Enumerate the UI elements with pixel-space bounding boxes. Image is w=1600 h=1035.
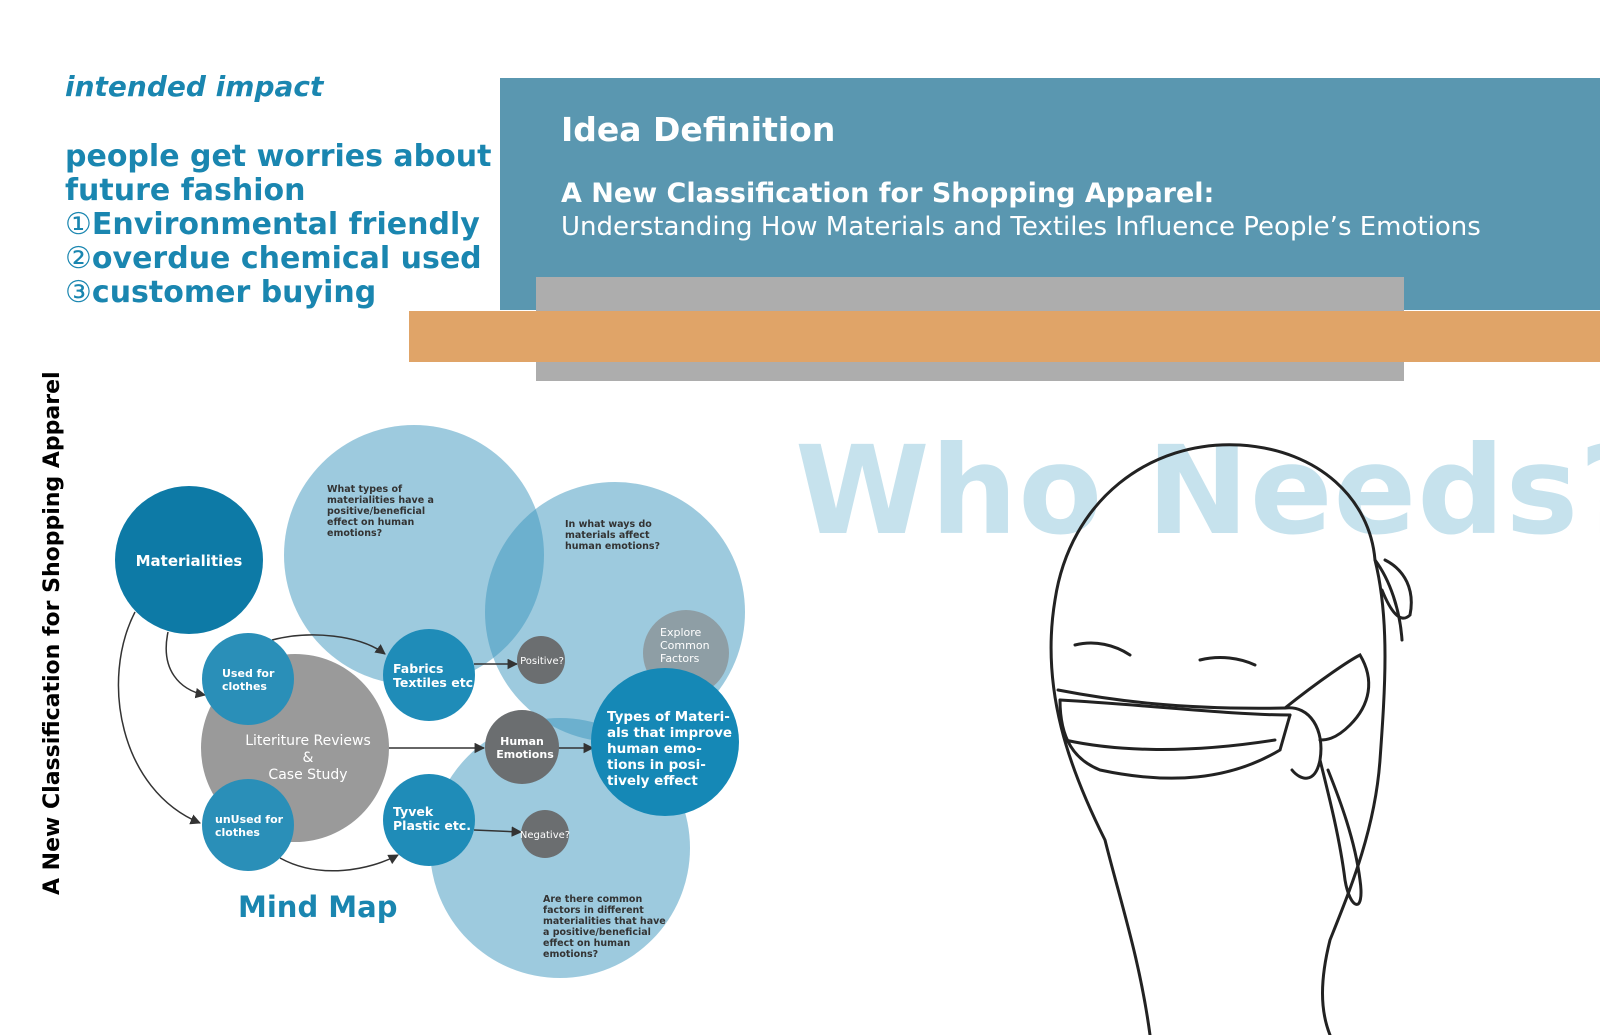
- node-used-for-clothes: [202, 633, 294, 725]
- impact-item: ①Environmental friendly: [65, 208, 491, 242]
- node-literature-label: Literiture Reviews&Case Study: [245, 733, 371, 783]
- node-tyvek: [383, 774, 475, 866]
- node-fabrics: [383, 629, 475, 721]
- node-negative: [521, 810, 569, 858]
- idea-panel: [500, 78, 1600, 310]
- mind-map-label: Mind Map: [238, 890, 398, 924]
- impact-line: future fashion: [65, 173, 306, 208]
- node-unused-for-clothes: [202, 779, 294, 871]
- item-number: ①: [65, 207, 92, 242]
- node-materialities: [115, 486, 263, 634]
- question-circle-1: [284, 425, 544, 685]
- idea-subtitle-bold: A New Classification for Shopping Appare…: [561, 178, 1215, 209]
- item-text: overdue chemical used: [91, 241, 482, 276]
- orange-bar: [409, 311, 1600, 362]
- node-positive: [517, 636, 565, 684]
- node-types-of-materials: [591, 668, 739, 816]
- who-needs-heading: Who Needs?: [795, 420, 1600, 562]
- node-materialities-label: Materialities: [136, 552, 243, 570]
- intended-impact-heading: intended impact: [65, 70, 324, 103]
- item-number: ②: [65, 241, 92, 276]
- node-negative-label: Negative?: [520, 830, 570, 841]
- connector-arrows: [117, 611, 595, 872]
- item-text: Environmental friendly: [91, 207, 480, 242]
- node-positive-label: Positive?: [520, 656, 564, 667]
- impact-item: ②overdue chemical used: [65, 242, 491, 276]
- idea-subtitle: Understanding How Materials and Textiles…: [561, 212, 1481, 242]
- item-text: customer buying: [91, 275, 377, 310]
- node-human-emotions: [485, 710, 559, 784]
- impact-item: ③customer buying: [65, 276, 491, 310]
- impact-line: people get worries about: [65, 139, 492, 174]
- masked-head-sketch: [1049, 443, 1413, 1035]
- item-number: ③: [65, 275, 92, 310]
- intended-impact-list: people get worries about future fashion …: [65, 140, 491, 310]
- idea-title: Idea Definition: [561, 110, 836, 149]
